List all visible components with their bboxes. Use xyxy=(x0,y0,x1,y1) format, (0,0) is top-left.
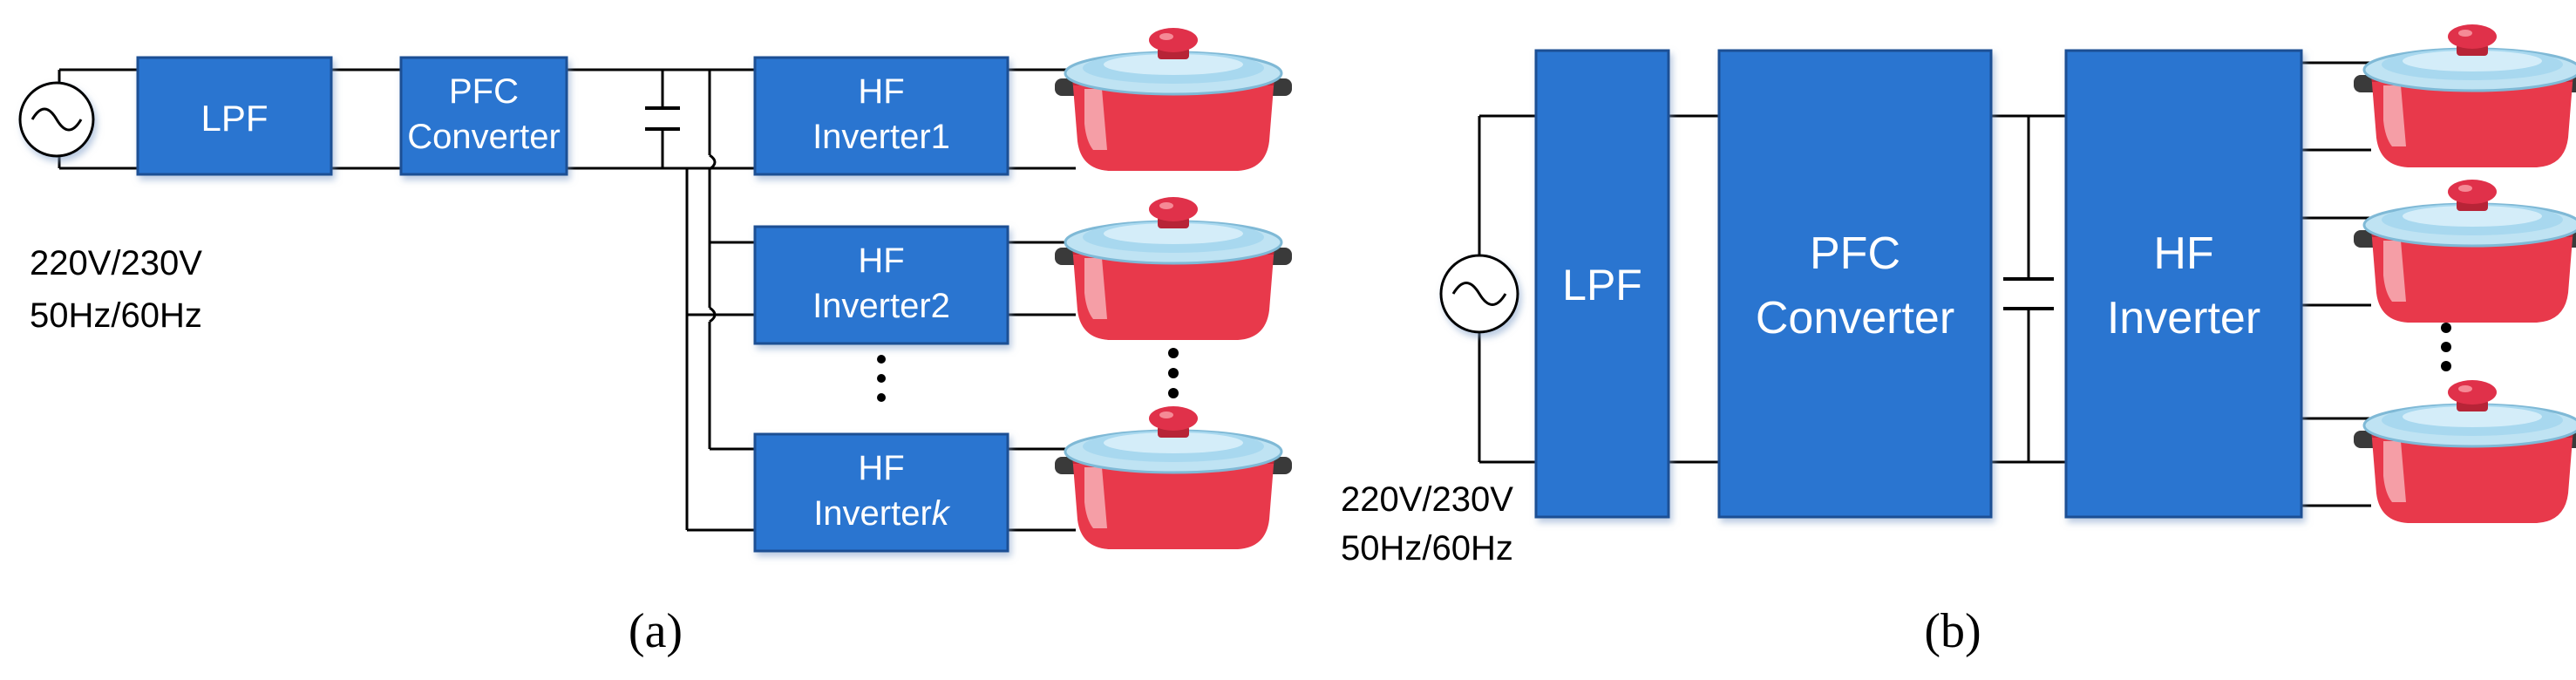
inverter1-label-line2: Inverter1 xyxy=(812,118,950,156)
pfc-label-line2-a: Converter xyxy=(407,118,561,156)
cooking-pot-icon xyxy=(1053,405,1294,551)
cooking-pot-icon xyxy=(2352,178,2576,324)
vertical-ellipsis-icon xyxy=(1168,348,1179,398)
inverter-block-b xyxy=(2064,49,2303,519)
source-voltage-label-a: 220V/230V xyxy=(30,244,202,282)
lpf-label-a: LPF xyxy=(201,98,268,139)
cooking-pot-icon xyxy=(2352,23,2576,169)
cooking-pot-icon xyxy=(1053,195,1294,342)
inverter-label-line2-b: Inverter xyxy=(2107,293,2260,343)
lpf-label-b: LPF xyxy=(1562,261,1642,309)
inverter2-block xyxy=(753,225,1009,345)
ac-source-icon xyxy=(1439,254,1519,334)
inverterk-block xyxy=(753,432,1009,553)
lpf-block-a xyxy=(136,56,333,176)
panel-a-wires xyxy=(58,68,1076,532)
inverter2-label-line2: Inverter2 xyxy=(812,287,950,325)
pfc-block-b xyxy=(1717,49,1993,519)
source-frequency-label-b: 50Hz/60Hz xyxy=(1341,529,1513,568)
panel-b-wires xyxy=(1478,61,2371,507)
inverter1-label-line1: HF xyxy=(858,72,904,111)
pfc-label-line1-a: PFC xyxy=(449,72,519,111)
inverter2-label-line1: HF xyxy=(858,241,904,280)
pfc-label-line1-b: PFC xyxy=(1810,228,1900,279)
inverter1-block xyxy=(753,56,1009,176)
caption-a: (a) xyxy=(629,604,683,658)
cooking-pot-icon xyxy=(2352,378,2576,525)
vertical-ellipsis-icon xyxy=(2441,323,2451,371)
cooking-pot-icon xyxy=(1053,26,1294,173)
vertical-ellipsis-icon xyxy=(877,355,886,402)
panel-b: LPF PFC Converter HF Inverter 220V/230V … xyxy=(1341,23,2576,658)
pfc-block-a xyxy=(399,56,568,176)
ac-source-icon xyxy=(18,81,95,158)
source-frequency-label-a: 50Hz/60Hz xyxy=(30,296,202,335)
inverterk-label-line2: Inverterk xyxy=(813,494,951,533)
panel-a: LPF PFC Converter HF Inverter1 HF Invert… xyxy=(18,26,1294,658)
pfc-label-line2-b: Converter xyxy=(1756,293,1954,343)
caption-b: (b) xyxy=(1924,604,1981,658)
lpf-block-b xyxy=(1534,49,1670,519)
source-voltage-label-b: 220V/230V xyxy=(1341,480,1513,519)
inverter-label-line1-b: HF xyxy=(2153,228,2213,279)
inverterk-label-line1: HF xyxy=(858,449,904,487)
